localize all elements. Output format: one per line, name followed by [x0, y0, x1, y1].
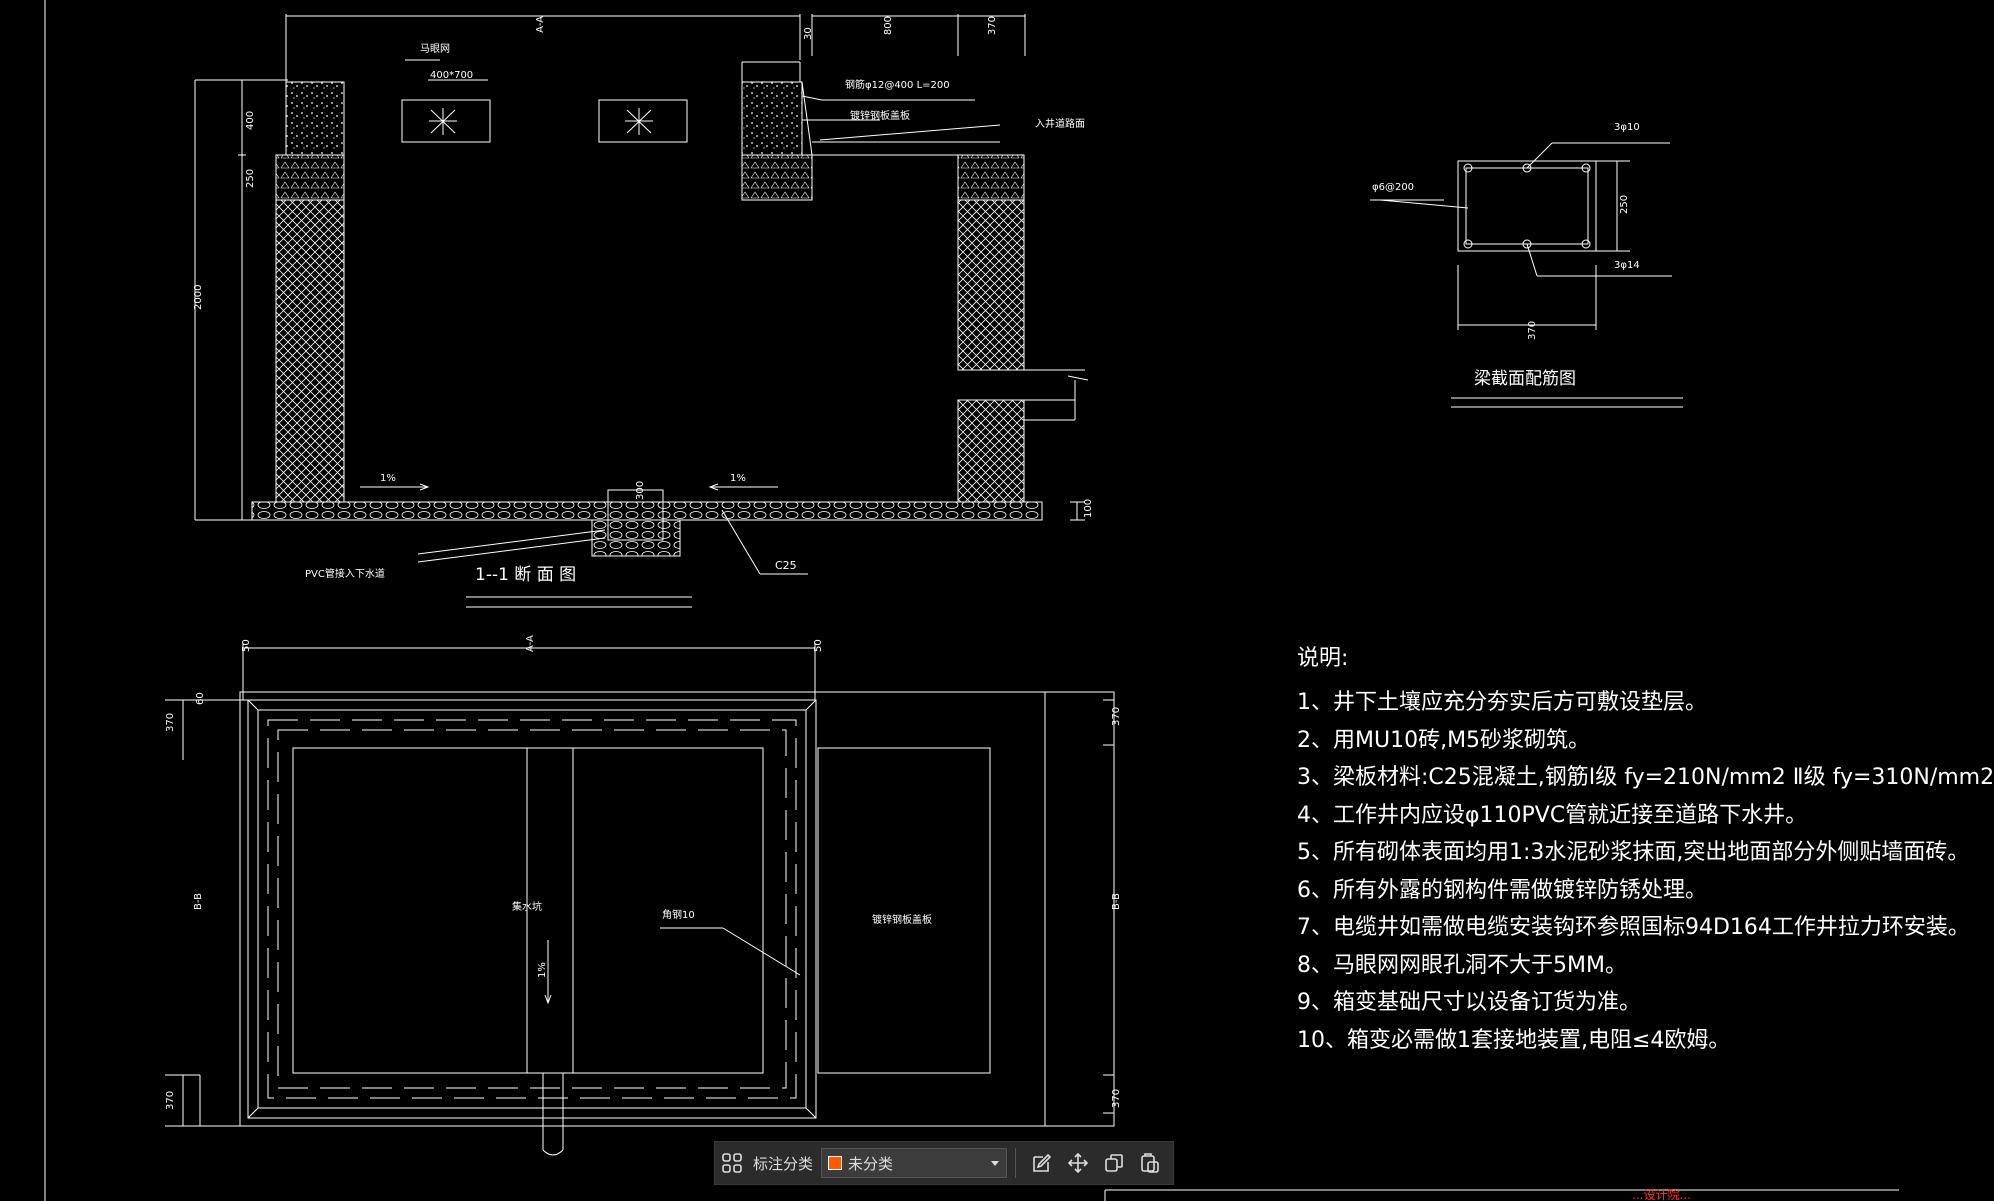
- annotation-toolbar: 标注分类 未分类: [714, 1141, 1174, 1185]
- plan-dim-370-bl: 370: [165, 1091, 176, 1110]
- label-pvc-note: PVC管接入下水道: [305, 567, 385, 580]
- label-rebar-note: 钢筋φ12@400 L=200: [845, 78, 950, 91]
- note-line-9: 9、箱变基础尺寸以设备订货为准。: [1297, 990, 1641, 1015]
- plan-dim-aa: A-A: [525, 635, 536, 652]
- note-line-8: 8、马眼网网眼孔洞不大于5MM。: [1297, 952, 1627, 978]
- beam-dim-370: 370: [1527, 321, 1538, 340]
- label-sump: 集水坑: [512, 900, 542, 913]
- dim-800: 800: [883, 16, 894, 35]
- note-line-6: 6、所有外露的钢构件需做镀锌防锈处理。: [1297, 877, 1707, 903]
- plan-dim-60: 60: [195, 692, 206, 705]
- label-plan-slope: 1%: [537, 962, 548, 978]
- dim-aa-top: A-A: [535, 16, 546, 33]
- dim-300: 300: [635, 481, 646, 500]
- plan-view: [165, 643, 1115, 1156]
- paste-icon: [1141, 1153, 1159, 1173]
- label-access-pipe: 入井道路面: [1035, 117, 1085, 130]
- note-line-7: 7、电缆井如需做电缆安装钩环参照国标94D164工作井拉力环安装。: [1297, 915, 1970, 940]
- dim-370-top: 370: [987, 16, 998, 35]
- note-line-2: 2、用MU10砖,M5砂浆砌筑。: [1297, 727, 1591, 753]
- cad-drawing-canvas[interactable]: A-A 800 370 30 马眼网 400*700 钢筋φ12@400 L=2…: [0, 0, 1899, 1201]
- chevron-down-icon: [990, 1154, 1000, 1172]
- dim-250: 250: [245, 169, 256, 188]
- category-select-value: 未分类: [848, 1154, 894, 1173]
- notes-title: 说明:: [1297, 646, 1349, 671]
- annotation-category-select[interactable]: 未分类: [821, 1148, 1008, 1178]
- label-slope-left: 1%: [380, 473, 396, 484]
- label-plate-cover: 镀锌钢板盖板: [872, 913, 932, 926]
- beam-label-stirrup: φ6@200: [1372, 182, 1414, 193]
- copy-button[interactable]: [1096, 1145, 1132, 1181]
- beam-label-3phi14: 3φ14: [1614, 260, 1640, 271]
- note-line-5: 5、所有砌体表面均用1:3水泥砂浆抹面,突出地面部分外侧贴墙面砖。: [1297, 840, 1970, 865]
- label-manhole: 马眼网: [420, 43, 450, 55]
- plan-dim-370-br: 370: [1111, 1089, 1122, 1108]
- section-view: [194, 14, 1089, 608]
- dim-30: 30: [803, 27, 814, 40]
- label-steel-plate: 镀锌钢板盖板: [850, 109, 910, 122]
- toolbar-divider: [1015, 1148, 1017, 1178]
- plan-dim-370-tr: 370: [1111, 707, 1122, 726]
- dim-100: 100: [1083, 499, 1094, 518]
- copy-icon: [1105, 1154, 1123, 1172]
- move-button[interactable]: [1060, 1145, 1096, 1181]
- label-manhole-size: 400*700: [430, 70, 473, 81]
- beam-title: 梁截面配筋图: [1474, 369, 1576, 389]
- note-line-1: 1、井下土壤应充分夯实后方可敷设垫层。: [1297, 690, 1707, 715]
- plan-dim-50a: 50: [241, 639, 252, 652]
- dim-400: 400: [245, 111, 256, 130]
- notes-block: 说明: 1、井下土壤应充分夯实后方可敷设垫层。 2、用MU10砖,M5砂浆砌筑。…: [1297, 640, 1994, 1059]
- annotation-category-label: 标注分类: [753, 1154, 814, 1173]
- category-color-swatch: [828, 1156, 843, 1170]
- edit-button[interactable]: [1024, 1145, 1060, 1181]
- red-footer-text: ...设计院...: [1632, 1188, 1691, 1201]
- plan-dim-370-tl: 370: [165, 713, 176, 732]
- label-c25: C25: [775, 559, 797, 572]
- beam-section: [1370, 142, 1683, 408]
- note-line-4: 4、工作井内应设φ110PVC管就近接至道路下水井。: [1297, 802, 1808, 828]
- note-line-10: 10、箱变必需做1套接地装置,电阻≤4欧姆。: [1297, 1027, 1731, 1053]
- section-title: 1--1 断 面 图: [475, 565, 576, 585]
- plan-dim-bb-left: B-B: [193, 893, 204, 910]
- grid-icon[interactable]: [715, 1146, 749, 1180]
- label-slope-right: 1%: [730, 473, 746, 484]
- beam-label-3phi10: 3φ10: [1614, 122, 1640, 133]
- dim-2000: 2000: [193, 285, 204, 310]
- paste-button[interactable]: [1132, 1145, 1168, 1181]
- beam-dim-250: 250: [1619, 195, 1630, 214]
- plan-dim-50b: 50: [813, 639, 824, 652]
- label-angle-steel: 角钢10: [662, 908, 695, 921]
- edit-icon: [1033, 1153, 1052, 1172]
- plan-dim-bb-right: B-B: [1111, 893, 1122, 910]
- note-line-3: 3、梁板材料:C25混凝土,钢筋Ⅰ级 fy=210N/mm2 Ⅱ级 fy=310…: [1297, 765, 1994, 790]
- move-icon: [1067, 1152, 1089, 1174]
